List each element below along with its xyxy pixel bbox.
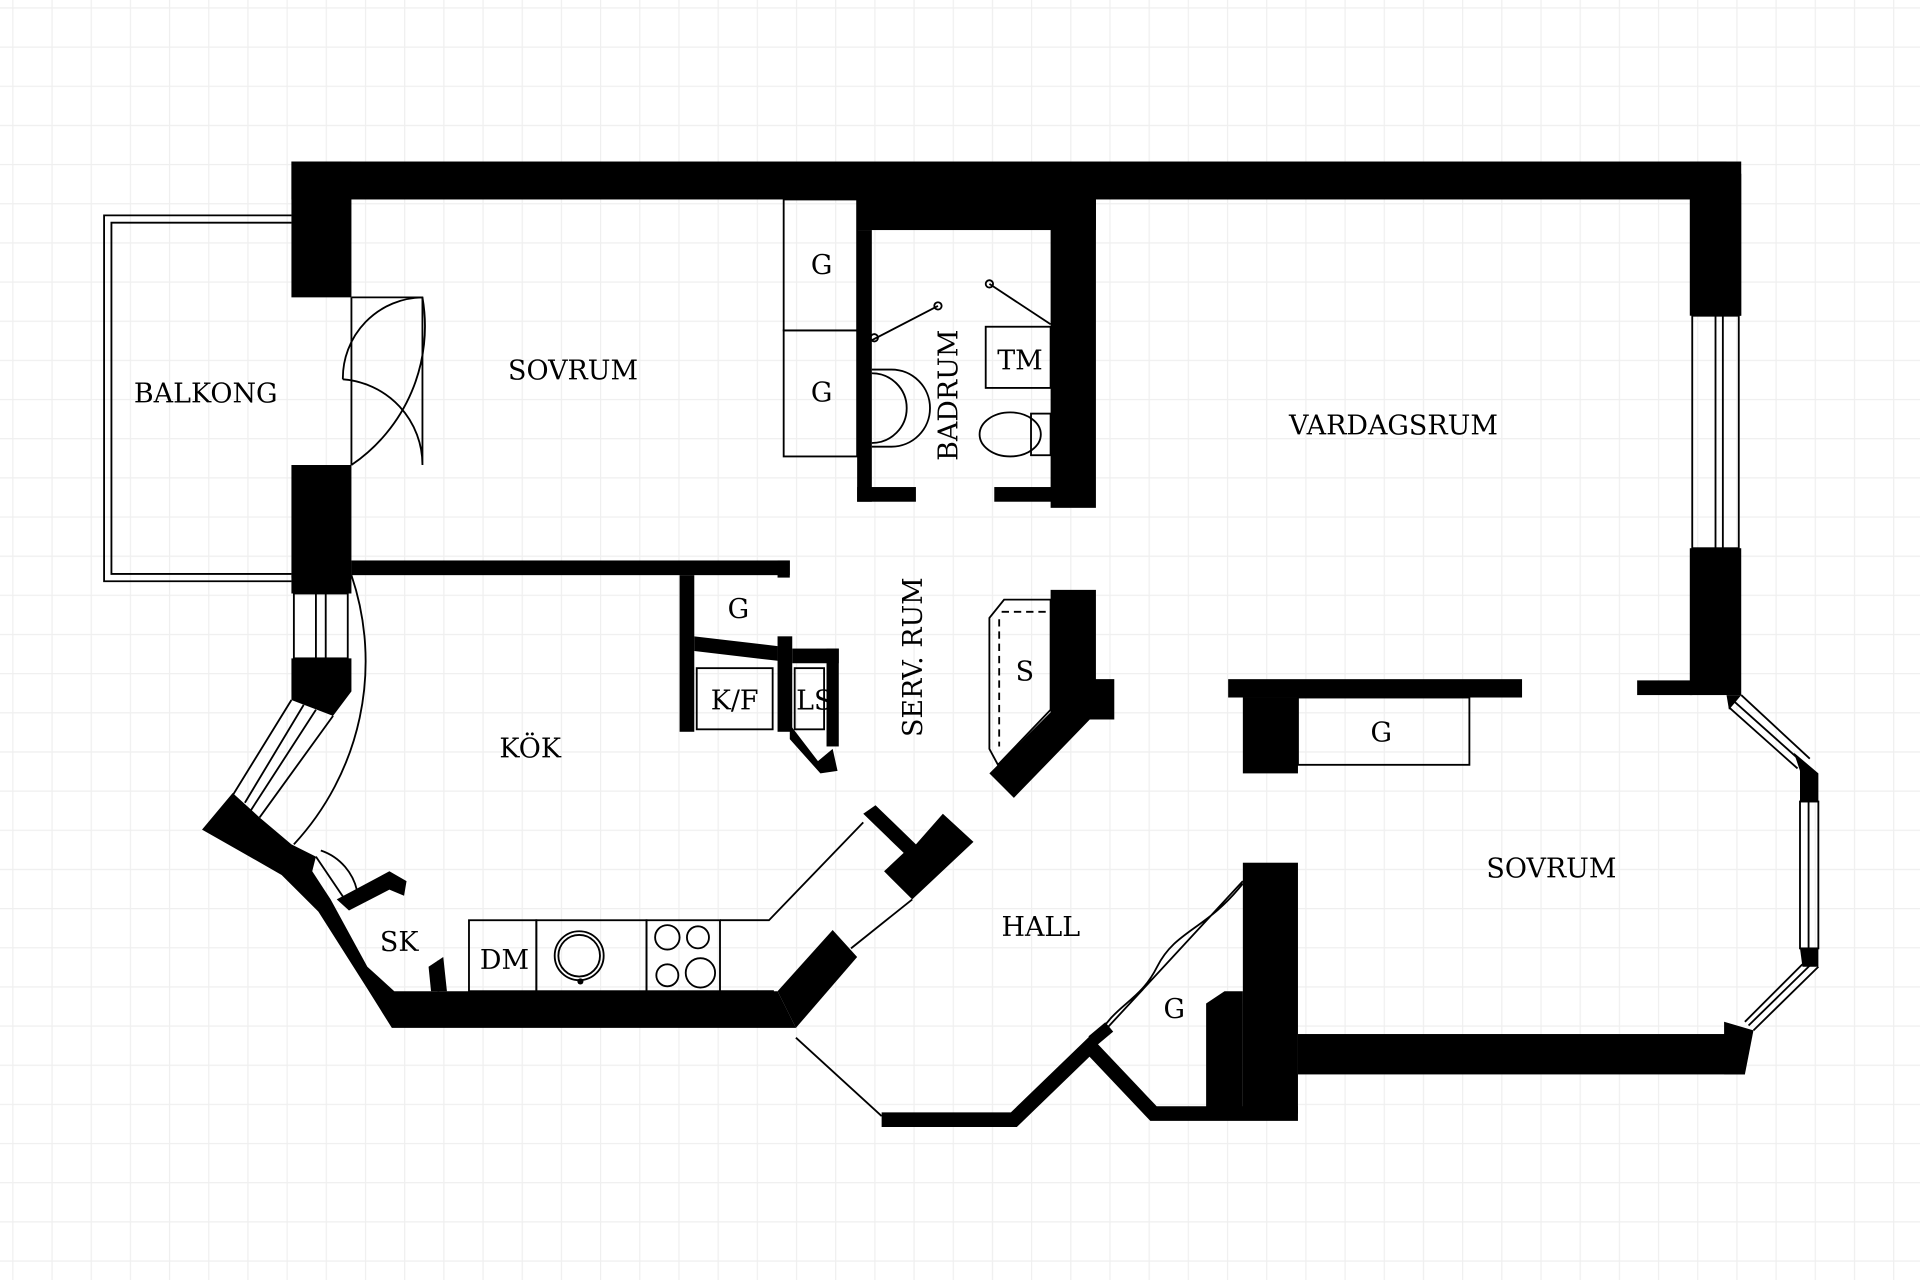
room-labels: BALKONG SOVRUM BADRUM VARDAGSRUM KÖK SER… [134, 330, 1617, 944]
room-label-badrum: BADRUM [934, 330, 965, 461]
room-label-hall: HALL [1001, 912, 1080, 943]
room-label-balkong: BALKONG [134, 379, 278, 410]
fixtures [336, 198, 1052, 993]
closet-label: G [811, 377, 833, 408]
cabinet-label: SK [380, 927, 419, 958]
room-label-serv-rum: SERV. RUM [898, 577, 929, 737]
room-label-sovrum-2: SOVRUM [1486, 853, 1616, 884]
washing-machine-label: TM [997, 346, 1043, 377]
pantry-label: LS [796, 686, 832, 717]
balcony [103, 214, 292, 583]
fixture-labels: G G G G G TM K/F LS S SK DM [380, 250, 1392, 1025]
closet-label: G [811, 250, 833, 281]
closet-label: G [1164, 994, 1186, 1025]
closet-label: G [728, 594, 750, 625]
room-label-vardagsrum: VARDAGSRUM [1288, 410, 1498, 441]
storage-label: S [1016, 656, 1034, 687]
walls [202, 161, 1820, 1128]
room-label-sovrum: SOVRUM [508, 355, 638, 386]
dishwasher-label: DM [480, 945, 529, 976]
closet-label: G [1370, 718, 1392, 749]
room-label-kok: KÖK [499, 732, 561, 764]
fridge-freezer-label: K/F [711, 686, 759, 717]
